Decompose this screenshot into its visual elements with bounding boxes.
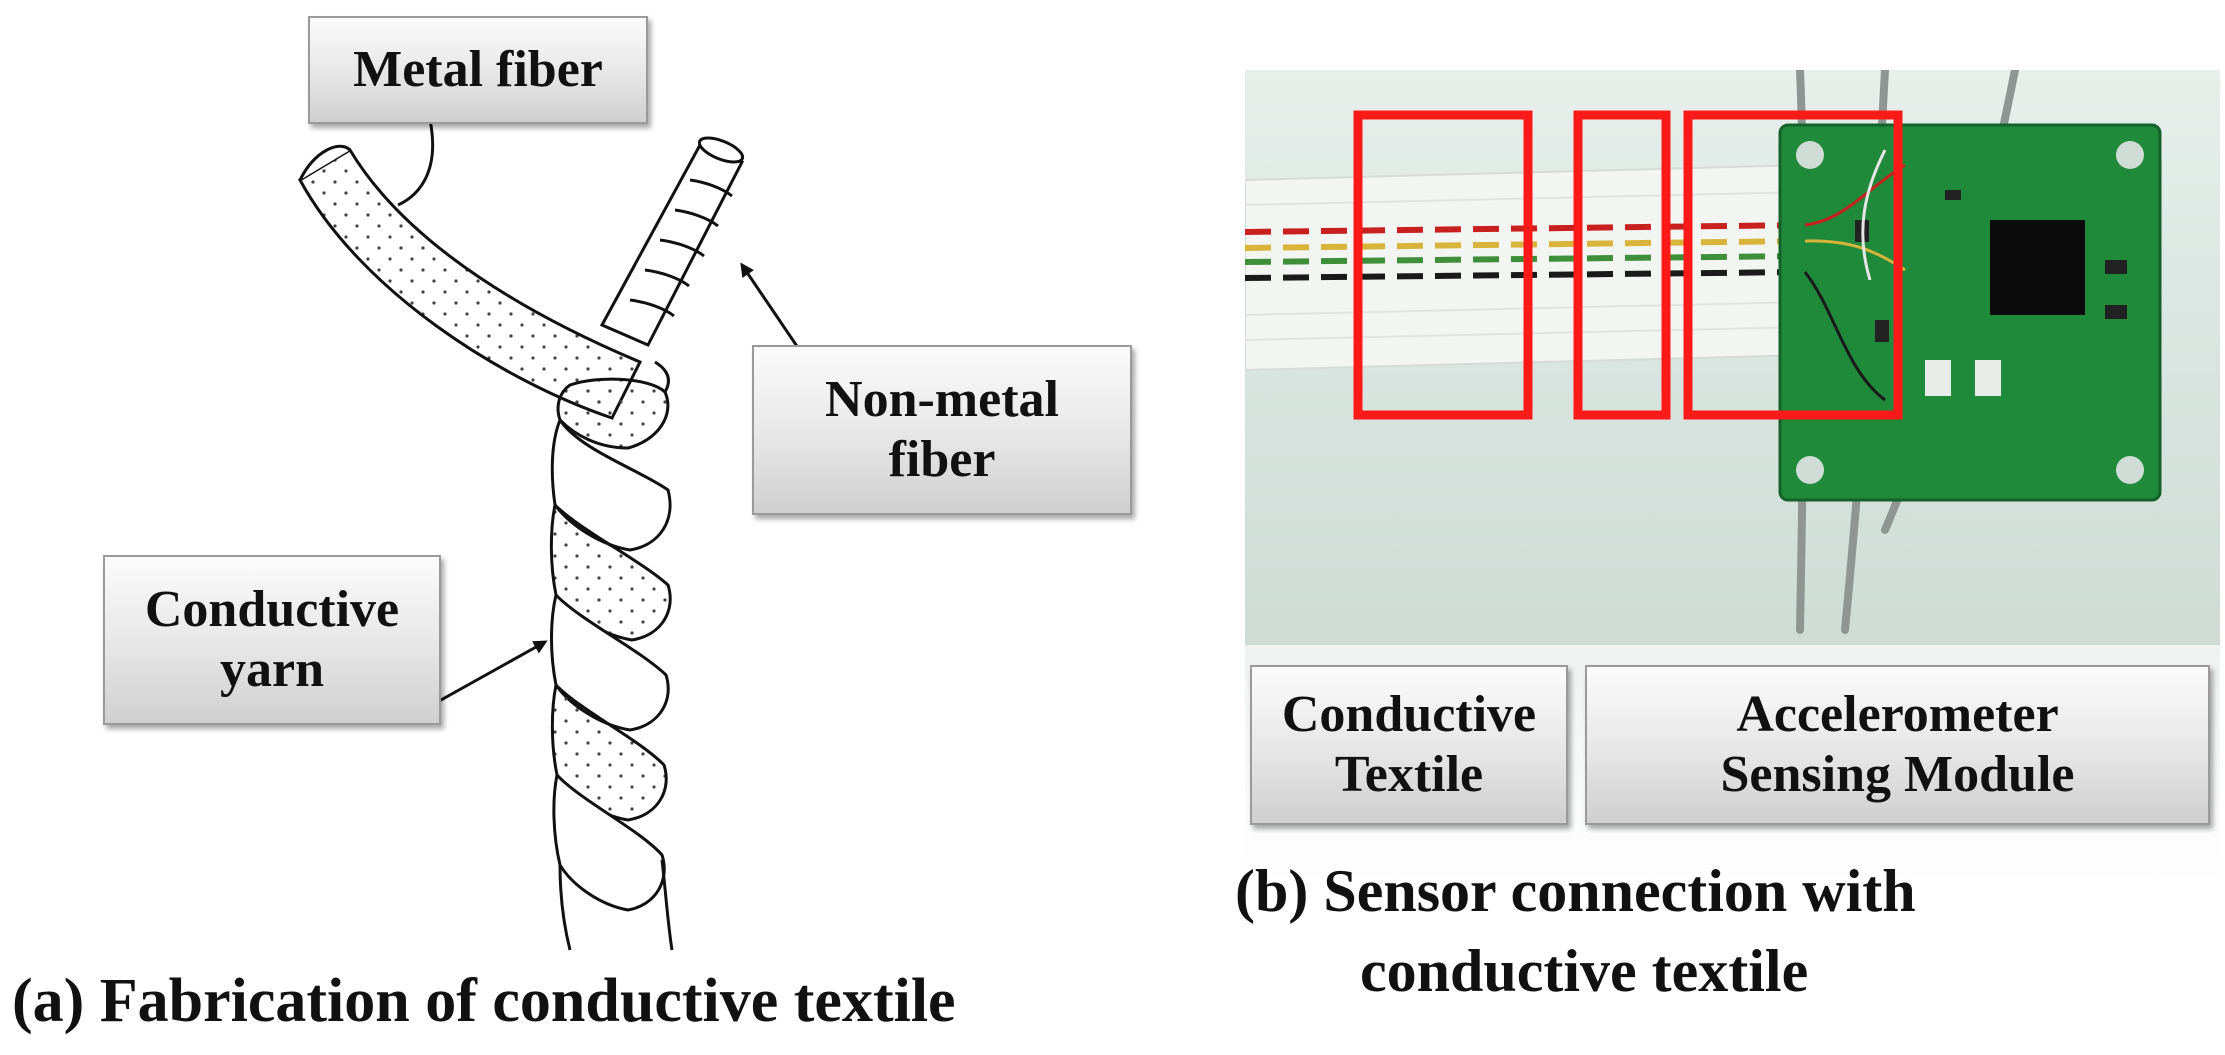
pcb-mount-hole <box>2116 141 2144 169</box>
metal-fiber-label: Metal fiber <box>308 16 648 124</box>
pcb-mount-hole <box>1796 456 1824 484</box>
non-metal-fiber-label: Non-metal fiber <box>752 345 1132 515</box>
conductive-textile-label-line2: Textile <box>1334 746 1484 803</box>
sensor-photo <box>1245 70 2220 645</box>
yarn-drawing <box>297 119 832 951</box>
metal-fiber-leader-curve <box>397 119 435 207</box>
pcb-board <box>1778 123 2162 502</box>
accelerometer-sensing-module-label: Accelerometer Sensing Module <box>1585 665 2210 825</box>
non-metal-fiber-label-line2: fiber <box>888 431 996 488</box>
pcb-components <box>1855 190 2127 396</box>
metal-fiber-label-text: Metal fiber <box>353 41 603 98</box>
panel-b-sensor-photo: Conductive Textile Accelerometer Sensing… <box>1180 0 2225 1055</box>
metal-fiber-strand <box>297 147 643 420</box>
panel-a-yarn-diagram: Metal fiber Non-metal fiber Conductive y… <box>12 16 1132 1035</box>
conductive-yarn-label-line1: Conductive <box>144 581 400 638</box>
pcb-mount-hole <box>2116 456 2144 484</box>
conductive-textile-label: Conductive Textile <box>1250 665 1568 825</box>
non-metal-fiber-strand <box>599 143 745 347</box>
pcb-mount-hole <box>1796 141 1824 169</box>
caption-b-line1: (b) Sensor connection with <box>1235 858 1916 924</box>
conductive-yarn-label-line2: yarn <box>220 641 324 698</box>
conductive-yarn-arrow <box>431 640 548 707</box>
non-metal-fiber-end <box>697 136 745 164</box>
accelerometer-label-line2: Sensing Module <box>1720 746 2075 803</box>
sensor-photo-drawing <box>1245 70 2162 634</box>
caption-b-line2: conductive textile <box>1360 938 1809 1004</box>
yarn-outer-lines <box>558 360 674 951</box>
pcb-wires <box>1803 149 1906 402</box>
non-metal-fiber-label-line1: Non-metal <box>825 371 1059 428</box>
conductive-yarn-label: Conductive yarn <box>103 555 441 725</box>
sensing-module-highlight-left <box>1573 110 1671 420</box>
sensing-module-highlight-right <box>1683 110 1903 420</box>
accelerometer-chip <box>1990 220 2085 315</box>
accelerometer-label-line1: Accelerometer <box>1736 686 2059 743</box>
twisted-yarn-body <box>549 377 672 912</box>
conductive-textile-label-line1: Conductive <box>1281 686 1537 743</box>
non-metal-fiber-stripes <box>629 178 733 318</box>
caption-a: (a) Fabrication of conductive textile <box>12 967 956 1035</box>
metal-fiber-cut-end <box>298 144 352 181</box>
conductive-textile-highlight <box>1353 110 1533 420</box>
